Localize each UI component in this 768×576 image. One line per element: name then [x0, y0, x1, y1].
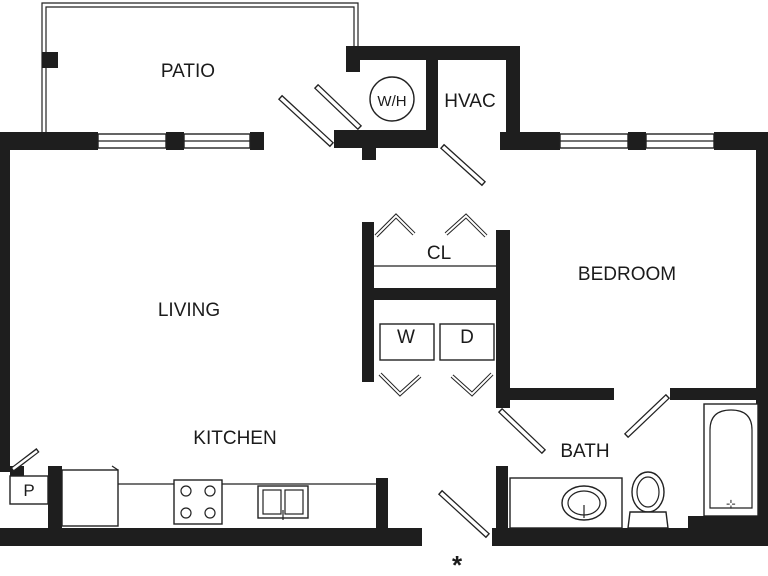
bath-walls: ⊹ [496, 388, 768, 532]
closet-laundry-block [362, 213, 510, 397]
closet-label: CL [427, 243, 451, 264]
water-heater-tank [369, 76, 415, 122]
entry-marker-icon: * [452, 550, 463, 576]
exterior-walls [0, 132, 768, 546]
living-label: LIVING [158, 300, 220, 321]
bedroom-label: BEDROOM [578, 264, 676, 285]
kitchen-label: KITCHEN [193, 428, 276, 449]
stove [173, 479, 223, 525]
patio-door [277, 83, 363, 148]
bathtub [703, 403, 759, 517]
refrigerator [61, 469, 119, 527]
washer [379, 323, 435, 361]
drain-icon: ⊹ [726, 497, 736, 511]
dryer [439, 323, 495, 361]
patio-outline [41, 2, 359, 134]
hvac-label: HVAC [444, 91, 495, 112]
utility-closets [334, 46, 520, 160]
washer-label: W [397, 327, 415, 348]
kitchen-area [9, 448, 388, 530]
entry-door [437, 489, 491, 539]
pantry [9, 475, 49, 505]
bath-label: BATH [560, 441, 609, 462]
patio-label: PATIO [161, 61, 215, 82]
water-heater-label: W/H [377, 93, 406, 110]
patio-post [42, 52, 58, 68]
pantry-label: P [23, 481, 34, 500]
dryer-label: D [460, 327, 474, 348]
hvac-door [439, 143, 487, 187]
